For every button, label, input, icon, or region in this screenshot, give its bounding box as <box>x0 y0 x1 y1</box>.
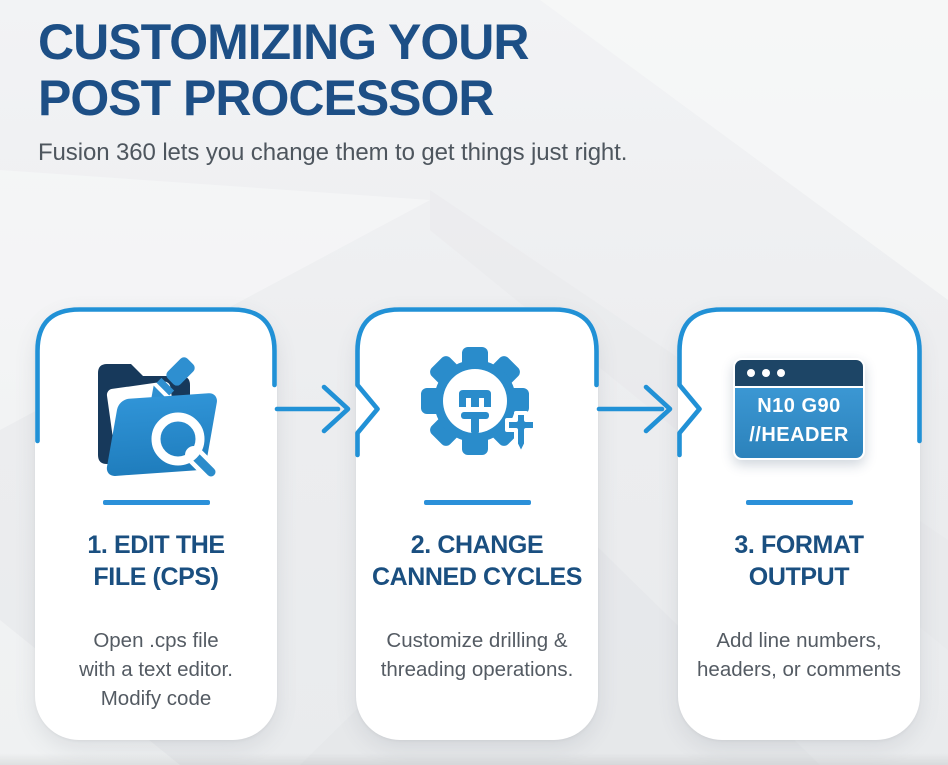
step-3-icon-box: N10 G90 //HEADER <box>678 307 920 500</box>
step-1-heading: 1. EDIT THE FILE (CPS) <box>87 531 225 591</box>
flow-arrow-1-head <box>321 384 351 434</box>
step-3-heading: 3. FORMAT OUTPUT <box>734 531 864 591</box>
step-2-icon-box <box>356 307 598 500</box>
page-title: CUSTOMIZING YOUR POST PROCESSOR <box>38 14 530 126</box>
step-2-heading: 2. CHANGE CANNED CYCLES <box>371 531 583 591</box>
flow-arrow-2-head <box>643 384 673 434</box>
window-dot-icon <box>777 368 785 377</box>
step-card-3: N10 G90 //HEADER 3. FORMAT OUTPUT Add li… <box>678 307 920 740</box>
window-dot-icon <box>762 368 770 377</box>
code-window-icon: N10 G90 //HEADER <box>733 357 865 460</box>
step-2-body: Customize drilling & threading operation… <box>380 629 574 681</box>
header: CUSTOMIZING YOUR POST PROCESSOR Fusion 3… <box>38 14 918 168</box>
divider-line <box>423 500 531 505</box>
folder-edit-search-icon <box>98 356 221 479</box>
step-card-2: 2. CHANGE CANNED CYCLES Customize drilli… <box>356 307 598 740</box>
page-subtitle: Fusion 360 lets you change them to get t… <box>38 139 628 166</box>
step-1-icon-box <box>35 307 277 500</box>
step-1-body: Open .cps file with a text editor. Modif… <box>79 629 233 710</box>
divider-line <box>102 500 210 505</box>
step-card-1: 1. EDIT THE FILE (CPS) Open .cps file wi… <box>35 307 277 740</box>
window-dot-icon <box>747 368 755 377</box>
gear-canned-cycle-icon <box>421 346 537 456</box>
step-3-body: Add line numbers, headers, or comments <box>697 629 901 681</box>
code-window-text: N10 G90 //HEADER <box>735 387 863 458</box>
window-title-bar <box>735 359 863 388</box>
divider-line <box>745 500 853 505</box>
